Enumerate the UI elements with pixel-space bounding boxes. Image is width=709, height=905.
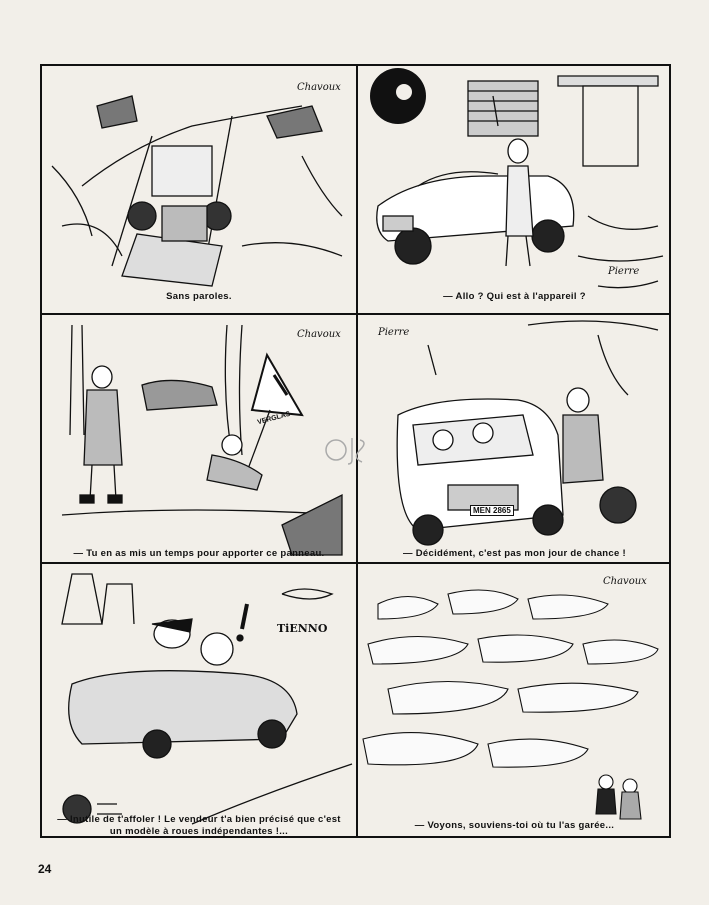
snowy-parking-drawing [362,589,659,820]
panel-caption: — Tu en as mis un temps pour apporter ce… [73,548,325,559]
row-divider [358,313,671,315]
row-divider [42,562,356,564]
panel-caption: — Allo ? Qui est à l'appareil ? [443,291,586,302]
convertible-drawing [61,573,353,825]
police-car-drawing [396,320,659,546]
panel-pas-mon-jour: MEN 2865 Pierre — Décidément, c'est pas … [358,315,671,563]
artist-signature: Pierre [378,327,410,338]
panel-ou-tu-las-garee: Chavoux — Voyons, souviens-toi où tu l'a… [358,564,671,838]
artist-signature: Pierre [608,266,640,277]
row-divider [358,562,671,564]
panel-allo: Pierre — Allo ? Qui est à l'appareil ? [358,66,671,314]
panel-caption-line2: un modèle à roues indépendantes !... [109,826,289,837]
license-plate: MEN 2865 [470,505,514,516]
row-divider [42,313,356,315]
page-number: 24 [38,862,52,876]
car-phone-drawing [370,68,664,289]
artist-signature: Chavoux [297,329,341,340]
tractor-drawing [51,95,343,287]
panel-caption: Sans paroles. [166,291,232,302]
panel-sans-paroles: Chavoux Sans paroles. [42,66,356,314]
cartoon-grid: Chavoux Sans paroles. [40,64,671,838]
artist-signature: TiENNO [277,622,328,635]
panel-caption: — Décidément, c'est pas mon jour de chan… [403,548,626,559]
artist-signature: Chavoux [297,82,341,93]
artist-signature: Chavoux [603,576,647,587]
panel-caption: — Voyons, souviens-toi où tu l'as garée.… [414,820,615,831]
verglas-drawing [61,324,343,556]
panel-verglas: VERGLAS Chavoux — Tu en as mis un temps … [42,315,356,563]
watermark-stamp [325,438,365,465]
panel-caption-line1: — Inutile de t'affoler ! Le vendeur t'a … [57,814,341,825]
panel-roues-independantes: TiENNO — Inutile de t'affoler ! Le vende… [42,564,356,838]
column-divider [356,66,358,836]
